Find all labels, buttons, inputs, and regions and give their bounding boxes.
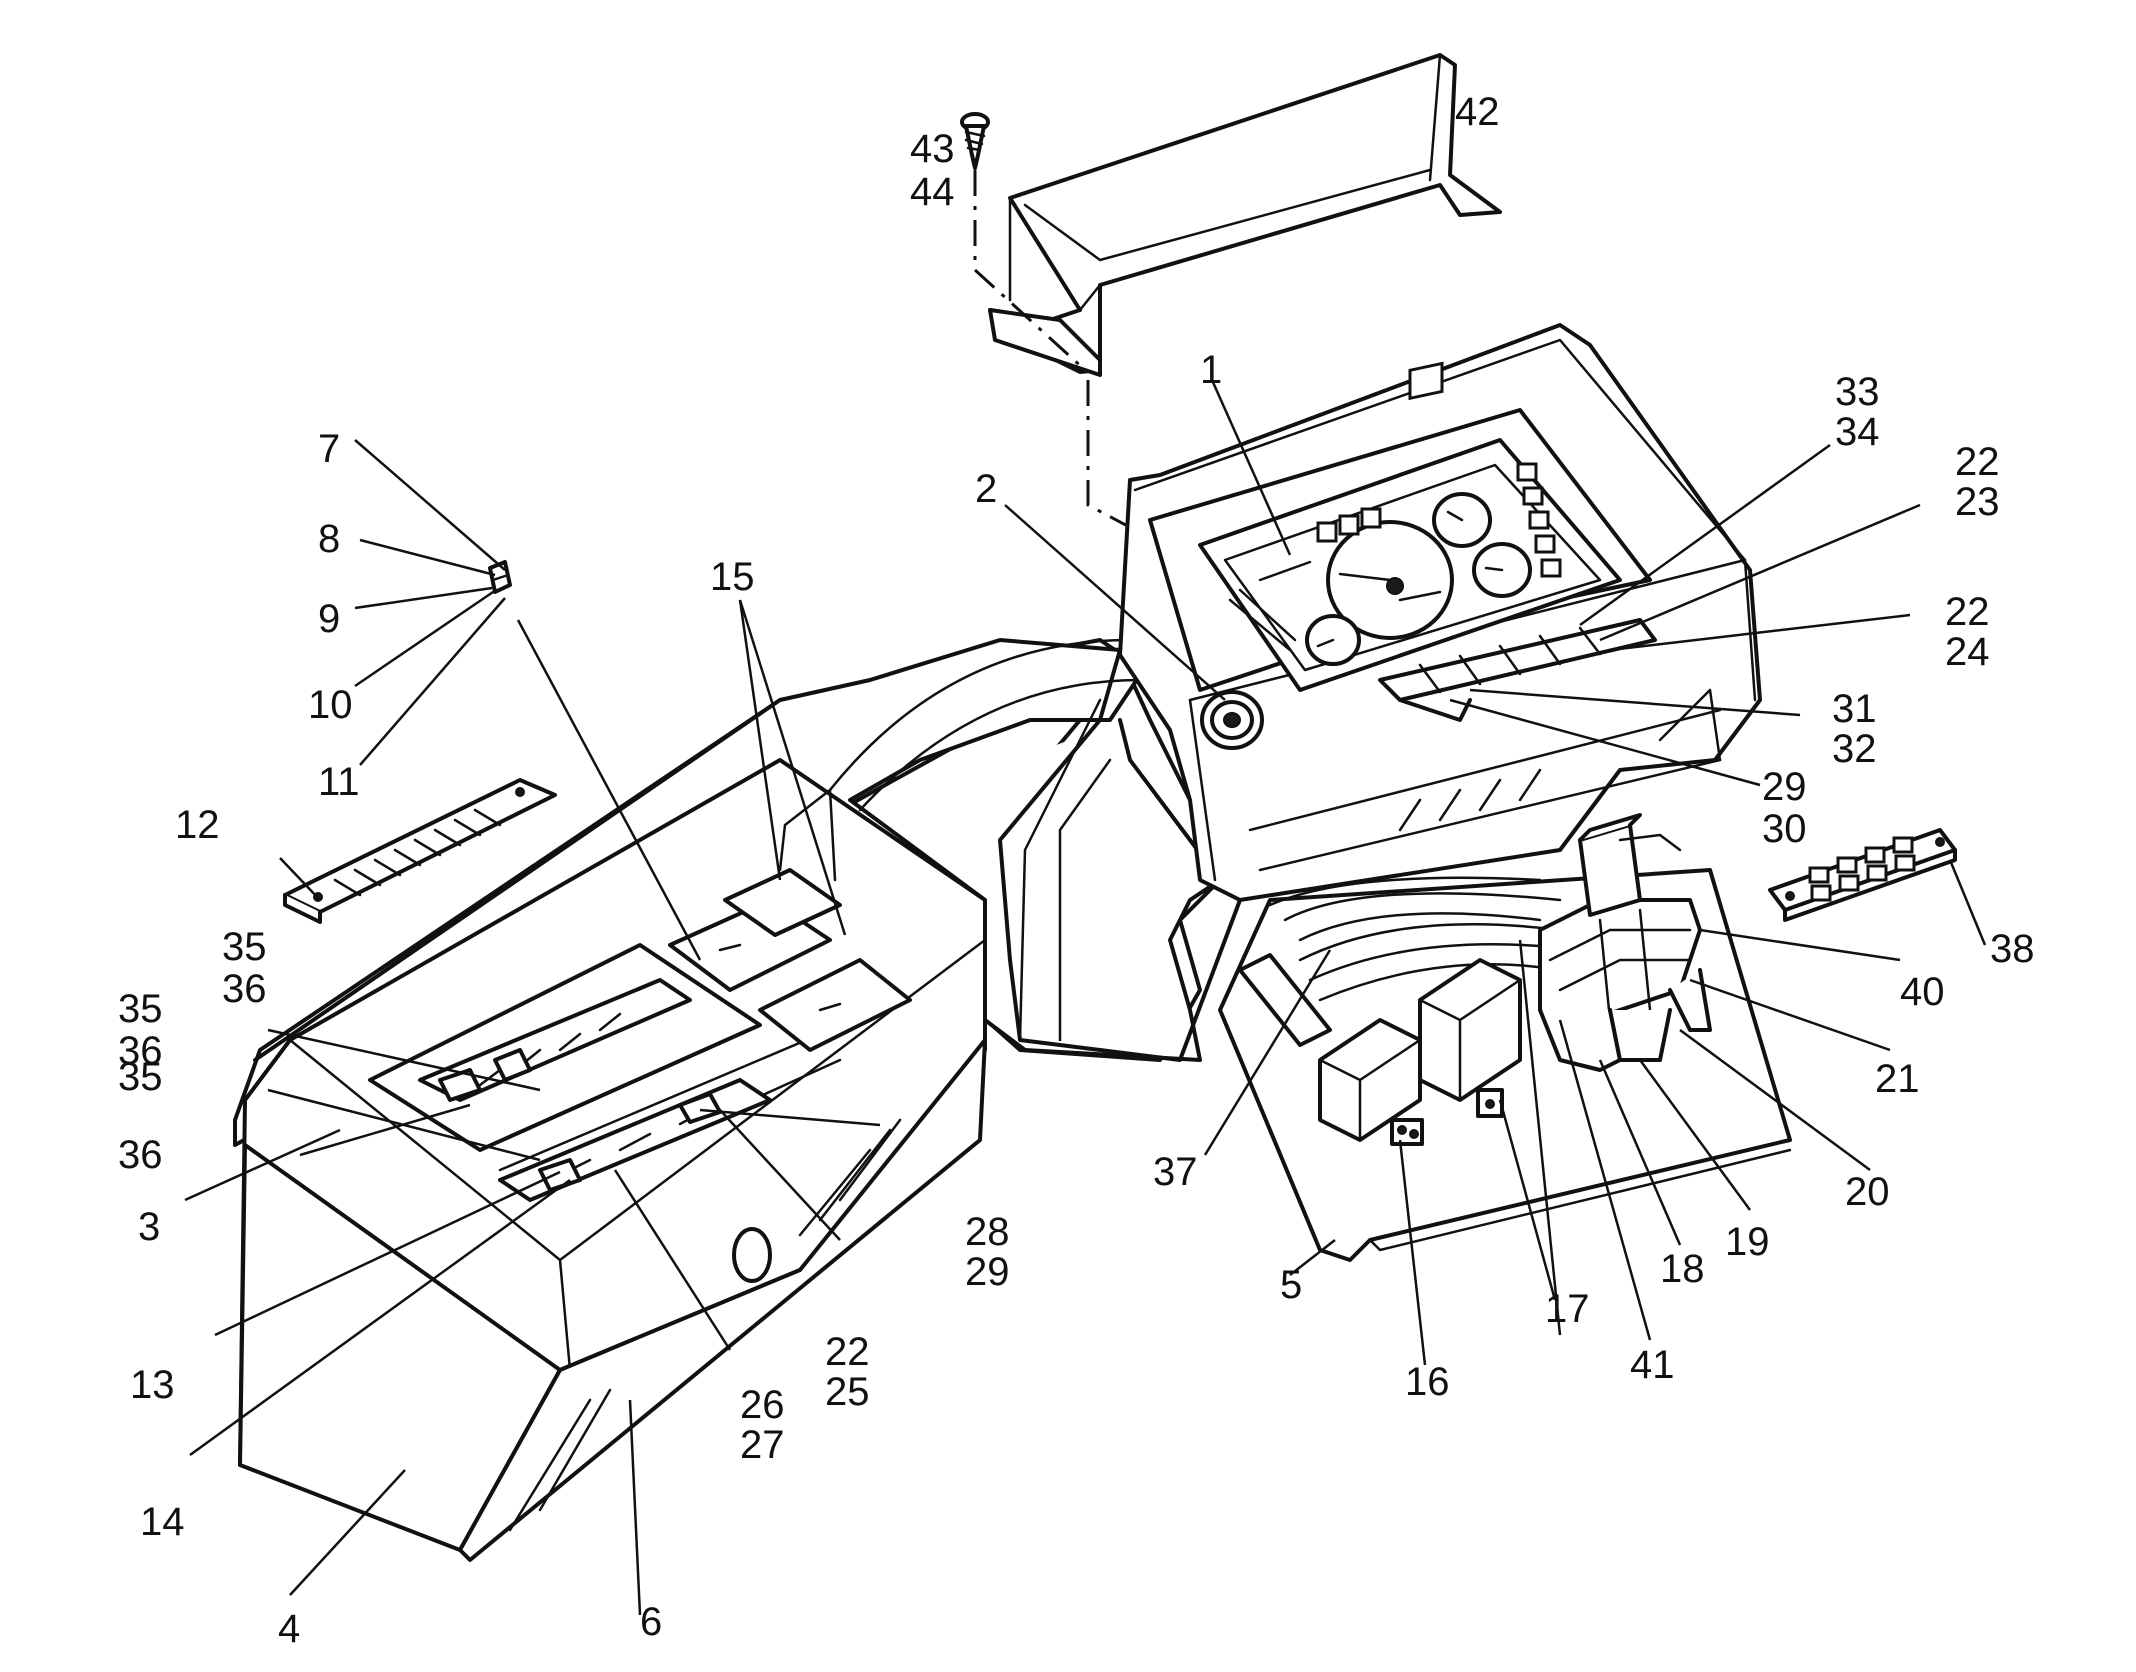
callout-10: 10 (308, 683, 353, 727)
right-switch-row (1378, 361, 1657, 722)
callout-36-a: 36 (222, 967, 267, 1011)
callout-43: 43 (910, 127, 955, 171)
callout-41: 41 (1630, 1343, 1675, 1387)
callout-2: 2 (975, 467, 997, 511)
callout-35-a: 35 (222, 925, 267, 969)
callout-36-c: 36 (118, 1133, 163, 1177)
callout-32: 32 (1832, 727, 1877, 771)
screw-axis-line (973, 170, 1087, 372)
callout-19: 19 (1725, 1220, 1770, 1264)
callout-22-b: 22 (1945, 590, 1990, 634)
callout-18: 18 (1660, 1247, 1705, 1291)
callout-13: 13 (130, 1363, 175, 1407)
callout-labels: 1 2 3 4 5 6 7 8 9 10 11 12 13 14 15 16 1… (118, 90, 2035, 1651)
callout-37: 37 (1153, 1150, 1198, 1194)
callout-27: 27 (740, 1423, 785, 1467)
callout-44: 44 (910, 170, 955, 214)
callout-8: 8 (318, 517, 340, 561)
callout-28: 28 (965, 1210, 1010, 1254)
callout-4: 4 (278, 1607, 300, 1651)
callout-35-c: 35 (118, 1055, 163, 1099)
callout-30: 30 (1762, 807, 1807, 851)
callout-36-b: 36 (118, 1029, 163, 1073)
callout-34: 34 (1835, 410, 1880, 454)
callout-7: 7 (318, 427, 340, 471)
callout-6: 6 (640, 1600, 662, 1644)
callout-29-a: 29 (965, 1250, 1010, 1294)
fuse-leader-line (516, 619, 702, 961)
callout-11: 11 (318, 760, 360, 804)
callout-35-b: 35 (118, 987, 163, 1031)
callout-16: 16 (1405, 1360, 1450, 1404)
callout-22-a: 22 (1955, 440, 2000, 484)
callout-24: 24 (1945, 630, 1990, 674)
callout-25: 25 (825, 1370, 870, 1414)
callout-40: 40 (1900, 970, 1945, 1014)
callout-3: 3 (138, 1205, 160, 1249)
callout-17: 17 (1545, 1287, 1590, 1331)
callout-42: 42 (1455, 90, 1500, 134)
callout-12: 12 (175, 803, 220, 847)
instrument-hood (988, 53, 1502, 377)
callout-1: 1 (1200, 348, 1222, 392)
callout-14: 14 (140, 1500, 185, 1544)
callout-29-b: 29 (1762, 765, 1807, 809)
callout-9: 9 (318, 597, 340, 641)
relay-plate (1218, 813, 1792, 1262)
callout-31: 31 (1832, 687, 1877, 731)
callout-5: 5 (1280, 1263, 1302, 1307)
relay-board (1768, 828, 1957, 922)
callout-22-c: 22 (825, 1330, 870, 1374)
screw (960, 112, 990, 170)
callout-21: 21 (1875, 1057, 1920, 1101)
callout-26: 26 (740, 1383, 785, 1427)
callout-20: 20 (1845, 1170, 1890, 1214)
instrument-cluster (1228, 462, 1562, 666)
callout-33: 33 (1835, 370, 1880, 414)
leader-lines (184, 379, 1987, 1616)
callout-23: 23 (1955, 480, 2000, 524)
callout-38: 38 (1990, 927, 2035, 971)
left-switch-bank-upper (418, 978, 692, 1102)
callout-15: 15 (710, 555, 755, 599)
indicator-lamps (668, 788, 912, 1052)
ignition-switch (1200, 690, 1264, 750)
